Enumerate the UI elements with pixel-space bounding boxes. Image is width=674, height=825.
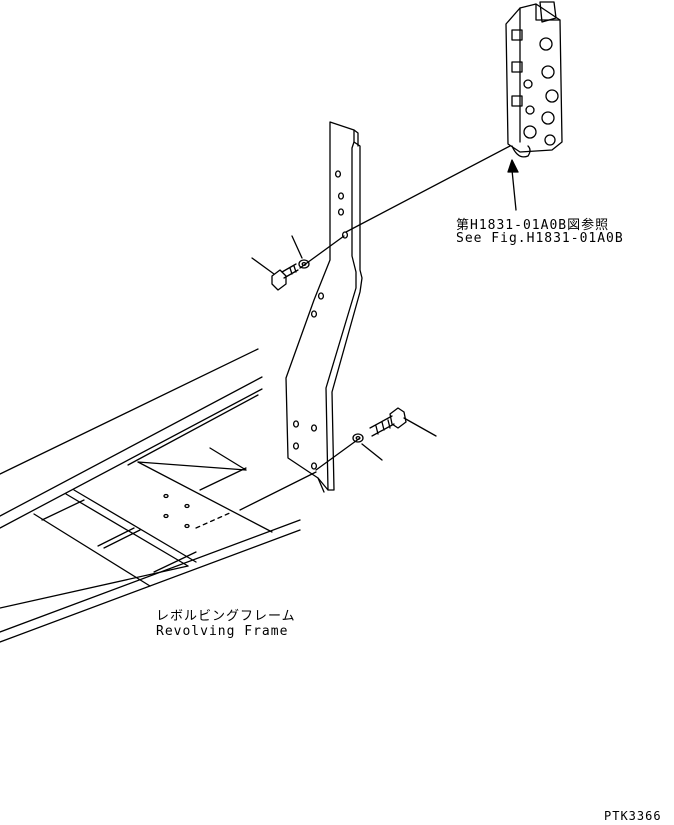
assembly-line-valve <box>345 145 511 233</box>
lower-bolt-shank <box>369 415 395 437</box>
valve-fitting-5 <box>523 125 537 139</box>
bracket-hole-4 <box>341 231 349 239</box>
frame-rib-2 <box>97 527 135 547</box>
upper-washer-hole <box>301 261 307 267</box>
frame-hole-1 <box>163 493 169 499</box>
lower-fastener <box>317 407 437 493</box>
frame-label-ja: レボルビングフレーム <box>156 609 296 624</box>
valve-reference-arrowhead <box>507 159 519 173</box>
bracket-hole-3 <box>337 208 345 216</box>
bracket-hole-10 <box>310 462 318 470</box>
frame-rib-5 <box>199 467 247 491</box>
frame-plate-outline <box>137 447 273 533</box>
upper-bolt-leader <box>251 257 275 275</box>
frame-rib-3 <box>103 529 141 549</box>
bracket-hole-6 <box>310 310 318 318</box>
frame-cross-member-mid <box>137 461 247 471</box>
bracket-hole-9 <box>292 442 300 450</box>
lower-washer-leader <box>361 443 383 461</box>
valve-port-1 <box>511 29 523 41</box>
valve-fitting-2 <box>541 65 555 79</box>
bracket-hole-7 <box>292 420 300 428</box>
valve-bottom-cap <box>511 145 531 158</box>
bracket-leader <box>317 477 325 493</box>
bracket-top-tab <box>353 129 359 147</box>
frame-label-en: Revolving Frame <box>156 624 289 639</box>
frame-outer-top-edge <box>0 348 259 475</box>
lower-washer <box>352 433 364 443</box>
bracket-outline <box>285 121 357 491</box>
bracket-hole-5 <box>317 292 325 300</box>
frame-rib-4 <box>153 551 197 573</box>
bracket-thickness-edge <box>327 141 363 491</box>
valve-fitting-7 <box>523 79 533 89</box>
frame-hidden-line <box>195 511 233 529</box>
assembly-line-frame <box>239 471 317 511</box>
frame-inner-top-edge-1 <box>0 376 263 517</box>
frame-hole-2 <box>184 503 190 509</box>
drawing-code: PTK3366 <box>604 809 662 823</box>
valve-block <box>505 1 563 158</box>
frame-front-edge-1 <box>0 519 301 633</box>
frame-diagonal-2 <box>73 489 197 563</box>
assembly-line-lower-bolt <box>315 437 361 471</box>
reference-label-ja: 第H1831-01A0B図参照 <box>456 218 610 233</box>
valve-fitting-1 <box>539 37 553 51</box>
frame-bottom-edge <box>0 565 189 609</box>
lower-bolt-head <box>389 407 407 429</box>
upper-washer <box>298 259 310 269</box>
lower-bolt-leader <box>403 417 437 437</box>
valve-port-2 <box>511 61 523 73</box>
frame-rib-1 <box>41 499 85 521</box>
bracket-hole-2 <box>337 192 345 200</box>
upper-bolt-head <box>271 269 287 291</box>
frame-hole-4 <box>184 523 190 529</box>
valve-top-fitting <box>539 1 557 23</box>
revolving-frame <box>0 348 301 643</box>
reference-label-en: See Fig.H1831-01A0B <box>456 231 624 246</box>
valve-reference-leader <box>511 169 517 211</box>
lower-washer-hole <box>355 435 361 441</box>
frame-diagonal-1 <box>65 493 189 567</box>
bracket-hole-1 <box>334 170 342 178</box>
frame-diagonal-3 <box>33 513 151 587</box>
valve-fitting-8 <box>525 105 535 115</box>
valve-body-outline <box>505 3 563 153</box>
assembly-line-upper-bolt <box>299 235 345 269</box>
bracket-hole-8 <box>310 424 318 432</box>
valve-fitting-6 <box>544 134 556 146</box>
valve-fitting-4 <box>541 111 555 125</box>
upper-washer-leader <box>291 235 303 259</box>
upper-bolt-shank <box>281 263 299 279</box>
frame-inner-top-edge-2 <box>0 388 263 529</box>
frame-hole-3 <box>163 513 169 519</box>
valve-fitting-3 <box>545 89 559 103</box>
valve-port-3 <box>511 95 523 107</box>
mounting-bracket <box>285 121 363 491</box>
upper-fastener <box>251 235 310 291</box>
frame-cross-member-top <box>127 394 259 466</box>
